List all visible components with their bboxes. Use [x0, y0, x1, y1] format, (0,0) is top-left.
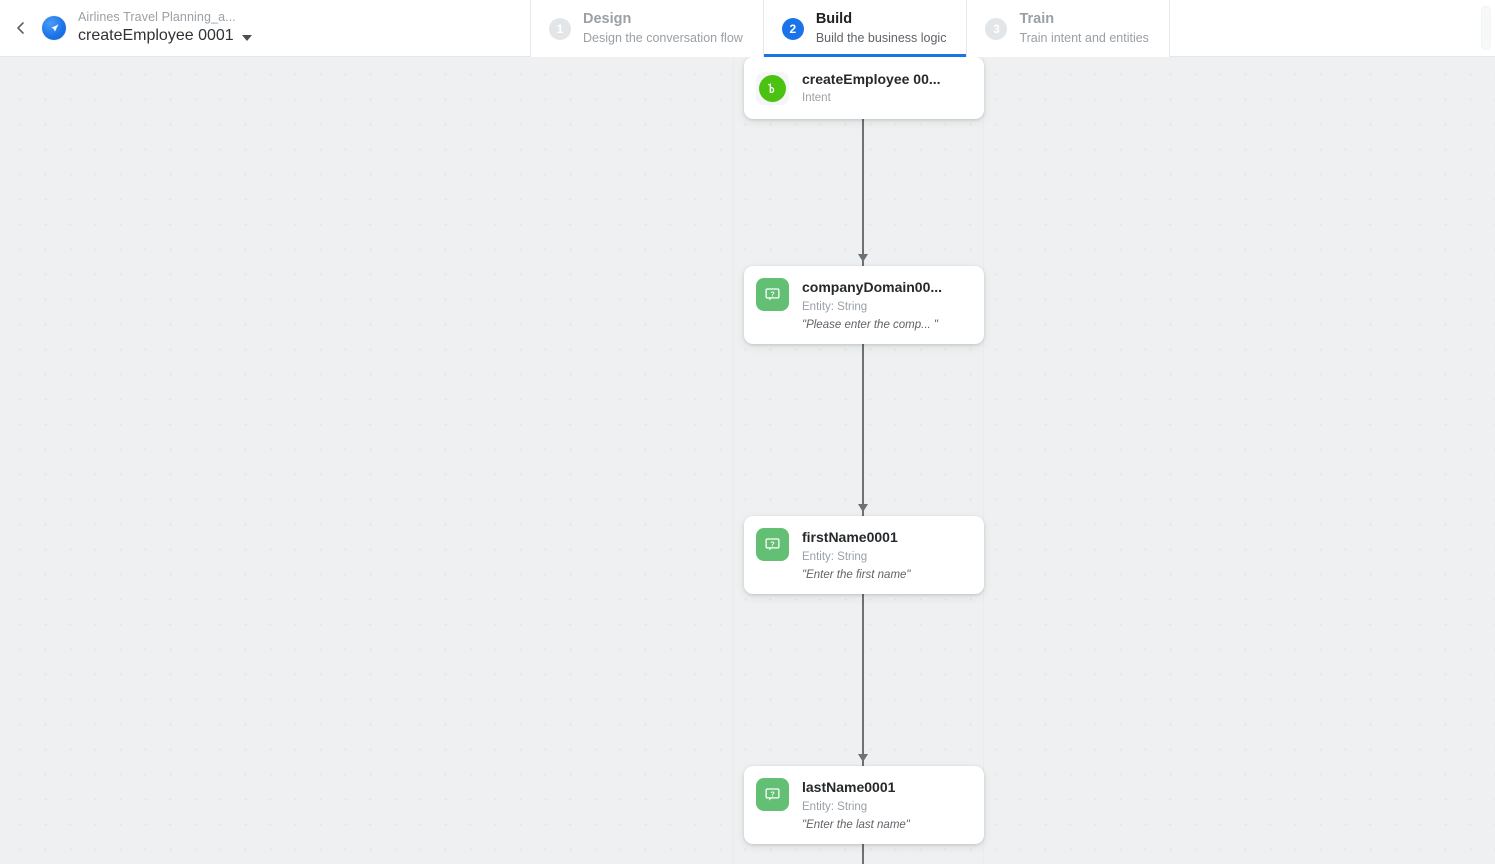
flow-node-intent-subtitle: Intent: [802, 92, 831, 105]
flow-node-last-name-subtitle: Entity: String: [802, 800, 868, 813]
tab-build[interactable]: 2 Build Build the business logic: [762, 0, 967, 57]
flow-node-first-name[interactable]: ? firstName0001 Entity: String "Enter th…: [744, 516, 984, 595]
arrow-head-icon: [858, 754, 868, 762]
speech-bubble-question-icon: ?: [765, 538, 780, 551]
intent-bot-icon: [756, 71, 789, 105]
tab-build-underline: [763, 54, 967, 57]
flow-name-label: createEmployee 0001: [78, 27, 234, 45]
flow-node-last-name-prompt: "Enter the last name": [802, 818, 910, 831]
header-left: Airlines Travel Planning_a... createEmpl…: [0, 0, 530, 56]
svg-text:?: ?: [770, 290, 774, 298]
connector-line: [862, 828, 864, 864]
tab-build-title: Build: [815, 10, 853, 27]
back-button[interactable]: [8, 15, 34, 41]
tab-train-badge: 3: [985, 17, 1008, 40]
header-scrollbar[interactable]: [1481, 6, 1491, 50]
tab-design-subtitle: Design the conversation flow: [583, 31, 743, 46]
connector-line: [862, 328, 864, 516]
bot-b-glyph-icon: [767, 82, 775, 93]
tab-train-text: Train Train intent and entities: [1019, 11, 1148, 46]
flow-node-first-name-title: firstName0001: [802, 529, 898, 545]
entity-prompt-icon: ?: [756, 778, 789, 811]
paper-plane-icon: [50, 23, 58, 32]
flow-node-first-name-prompt: "Enter the first name": [802, 568, 911, 581]
tab-train-subtitle: Train intent and entities: [1019, 31, 1149, 46]
app-logo[interactable]: [42, 16, 66, 40]
connector-line: [862, 578, 864, 766]
tab-design-title: Design: [583, 10, 632, 27]
header-title-block: Airlines Travel Planning_a... createEmpl…: [78, 10, 252, 46]
tab-build-badge: 2: [781, 17, 804, 40]
flow-node-last-name-body: lastName0001 Entity: String "Enter the l…: [802, 778, 970, 832]
arrow-head-icon: [858, 504, 868, 512]
flow-node-first-name-body: firstName0001 Entity: String "Enter the …: [802, 528, 970, 582]
svg-text:?: ?: [770, 790, 774, 798]
connector-line: [862, 119, 864, 266]
tab-train-title: Train: [1019, 10, 1055, 27]
flow-node-company-domain[interactable]: ? companyDomain00... Entity: String "Ple…: [744, 266, 984, 345]
step-tabs: 1 Design Design the conversation flow 2 …: [530, 0, 1170, 57]
chevron-down-icon: [241, 34, 252, 41]
tab-design-underline: [531, 54, 763, 57]
intent-bot-circle: [759, 74, 786, 102]
speech-bubble-question-icon: ?: [765, 788, 780, 801]
entity-prompt-icon: ?: [756, 528, 789, 561]
flow-name-dropdown[interactable]: createEmployee 0001: [78, 27, 252, 45]
tab-train[interactable]: 3 Train Train intent and entities: [966, 0, 1170, 57]
flow-node-last-name[interactable]: ? lastName0001 Entity: String "Enter the…: [744, 766, 984, 845]
tab-build-text: Build Build the business logic: [816, 11, 947, 46]
tab-build-subtitle: Build the business logic: [815, 31, 947, 46]
flow-node-intent-body: createEmployee 00... Intent: [802, 71, 970, 106]
top-header: Airlines Travel Planning_a... createEmpl…: [0, 0, 1495, 57]
flow-node-company-domain-prompt: "Please enter the comp... ": [802, 318, 939, 331]
flow-canvas[interactable]: [0, 57, 1495, 864]
flow-node-first-name-subtitle: Entity: String: [802, 550, 868, 563]
project-name: Airlines Travel Planning_a...: [78, 10, 236, 25]
flow-node-company-domain-body: companyDomain00... Entity: String "Pleas…: [802, 278, 970, 332]
tab-design-badge: 1: [549, 17, 571, 40]
tab-design-text: Design Design the conversation flow: [583, 11, 743, 46]
flow-node-intent[interactable]: createEmployee 00... Intent: [744, 57, 984, 119]
tab-design[interactable]: 1 Design Design the conversation flow: [530, 0, 763, 57]
entity-prompt-icon: ?: [756, 278, 789, 311]
flow-node-company-domain-title: companyDomain00...: [802, 279, 943, 295]
flow-node-last-name-title: lastName0001: [802, 779, 896, 795]
flow-node-intent-title: createEmployee 00...: [802, 70, 941, 87]
speech-bubble-question-icon: ?: [765, 288, 780, 301]
flow-node-company-domain-subtitle: Entity: String: [802, 300, 868, 313]
svg-text:?: ?: [770, 540, 774, 548]
tab-train-underline: [967, 54, 1168, 57]
chevron-left-icon: [17, 22, 24, 34]
arrow-head-icon: [858, 254, 868, 262]
